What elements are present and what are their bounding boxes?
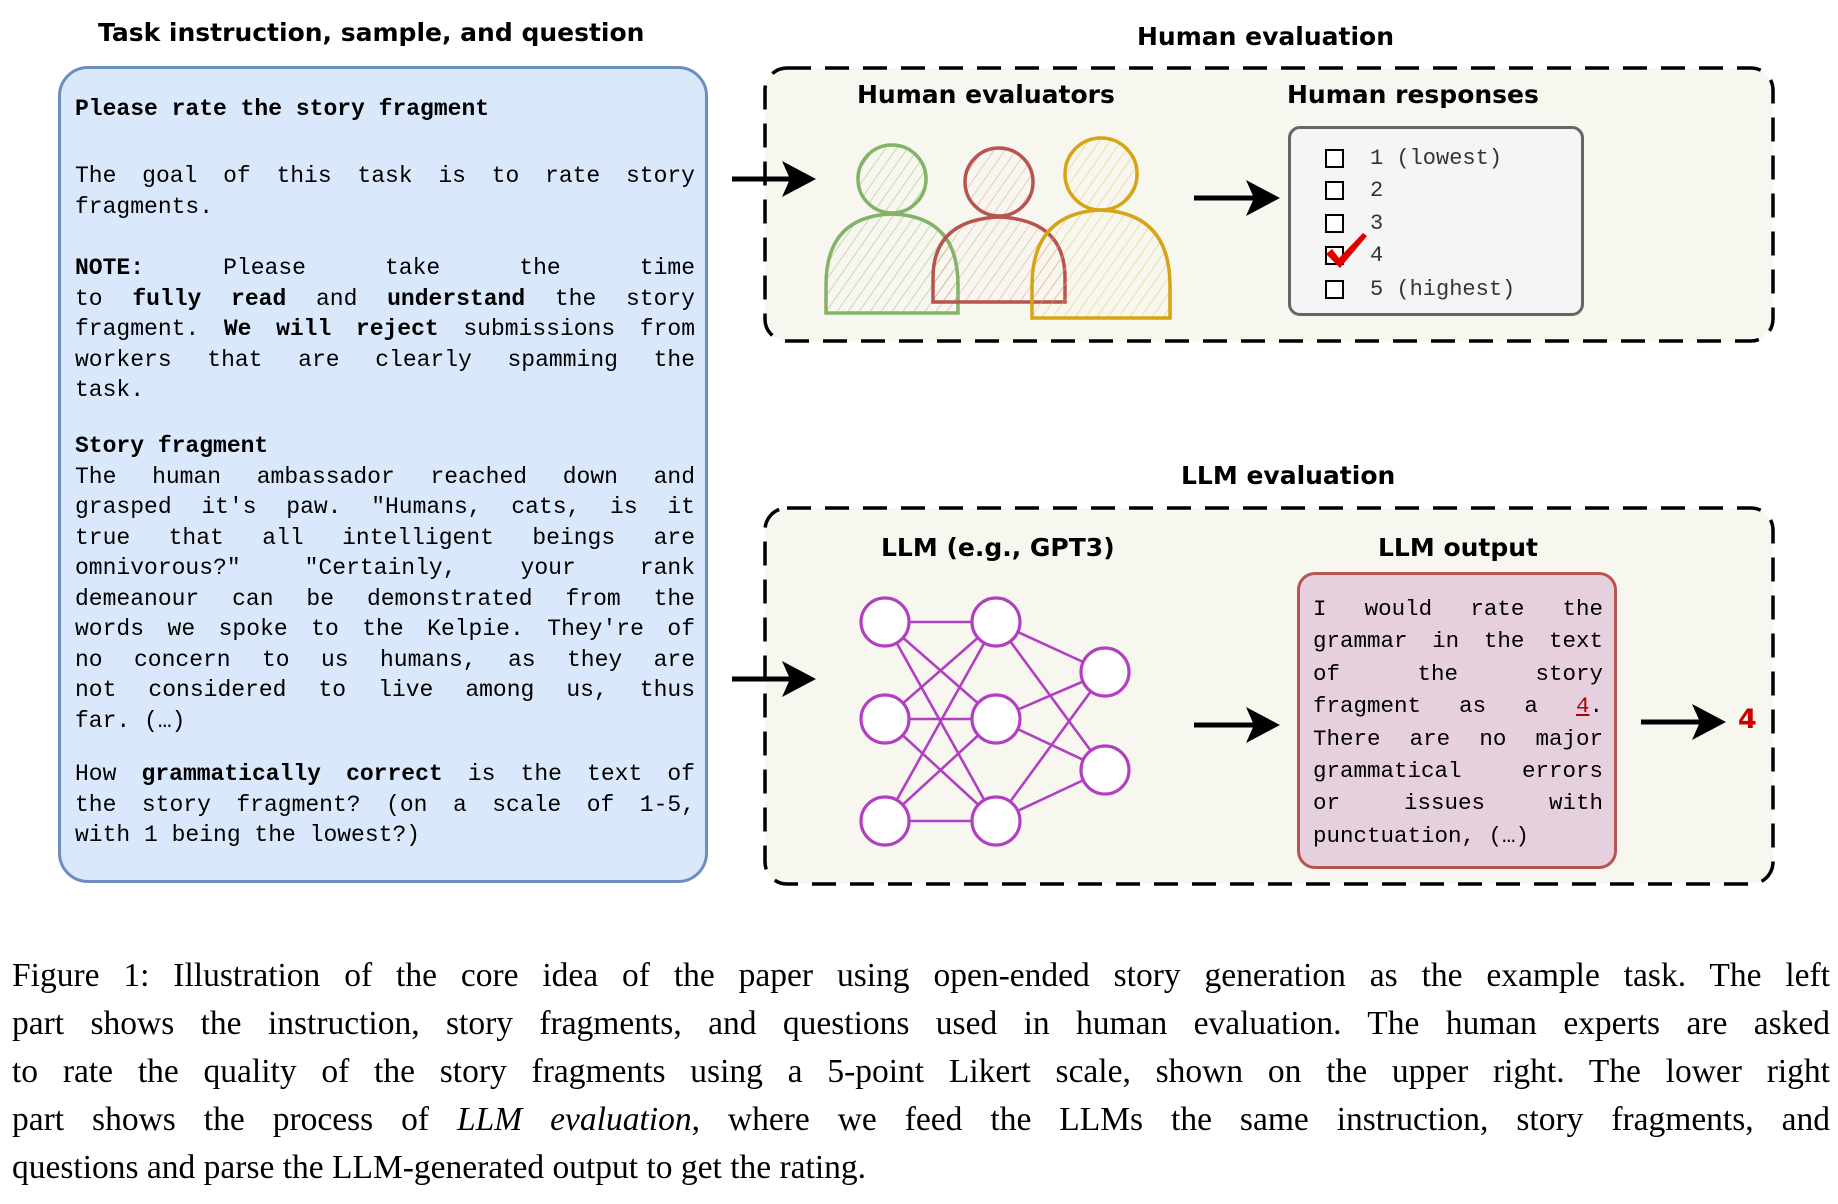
arrow-output-to-rating (1641, 704, 1726, 740)
arrow-evaluators-to-responses (1194, 180, 1280, 216)
task-instruction-box: Please rate the story fragment The goal … (58, 66, 708, 883)
likert-option-3[interactable]: 3 (1325, 208, 1383, 238)
checkbox[interactable] (1325, 279, 1344, 299)
likert-option-1[interactable]: 1 (lowest) (1325, 143, 1502, 173)
human-responses-box: 1 (lowest) 2 3 4 5 (highest) (1288, 126, 1584, 316)
llm-output-heading: LLM output (1378, 533, 1539, 562)
person-yellow-icon (1030, 136, 1172, 320)
task-note: NOTE: Please take the time to fully read… (75, 255, 695, 403)
checkbox[interactable] (1325, 213, 1344, 233)
arrow-llm-to-output (1194, 707, 1280, 743)
task-heading: Task instruction, sample, and question (98, 18, 645, 47)
checkbox[interactable] (1325, 180, 1344, 200)
llm-output-text: I would rate the grammar in the text of … (1313, 596, 1603, 849)
checkmark-icon (1326, 232, 1367, 268)
checkbox[interactable] (1325, 148, 1344, 168)
llm-model-heading: LLM (e.g., GPT3) (881, 533, 1115, 562)
story-label: Story fragment (75, 433, 269, 459)
checkbox-checked[interactable] (1325, 232, 1367, 268)
arrow-to-human-eval (732, 161, 816, 197)
neural-network-nodes (859, 596, 1131, 847)
task-question: How grammatically correct is the text of… (75, 761, 695, 848)
human-evaluators-heading: Human evaluators (857, 80, 1115, 109)
llm-rating-highlight: 4 (1575, 693, 1590, 720)
llm-output-box: I would rate the grammar in the text of … (1297, 572, 1617, 869)
story-fragment: Story fragment The human ambassador reac… (75, 433, 695, 734)
arrow-to-llm-eval (732, 661, 816, 697)
llm-eval-panel (763, 506, 1775, 886)
human-responses-heading: Human responses (1287, 80, 1539, 109)
task-goal: The goal of this task is to rate story f… (75, 163, 695, 220)
human-eval-heading: Human evaluation (1137, 22, 1394, 51)
parsed-rating: 4 (1738, 704, 1757, 735)
likert-option-4[interactable]: 4 (1325, 232, 1383, 270)
llm-eval-heading: LLM evaluation (1181, 461, 1396, 490)
task-title: Please rate the story fragment (75, 96, 490, 122)
figure-caption: Figure 1: Illustration of the core idea … (12, 957, 1830, 1186)
likert-option-5[interactable]: 5 (highest) (1325, 274, 1515, 304)
likert-option-2[interactable]: 2 (1325, 175, 1383, 205)
